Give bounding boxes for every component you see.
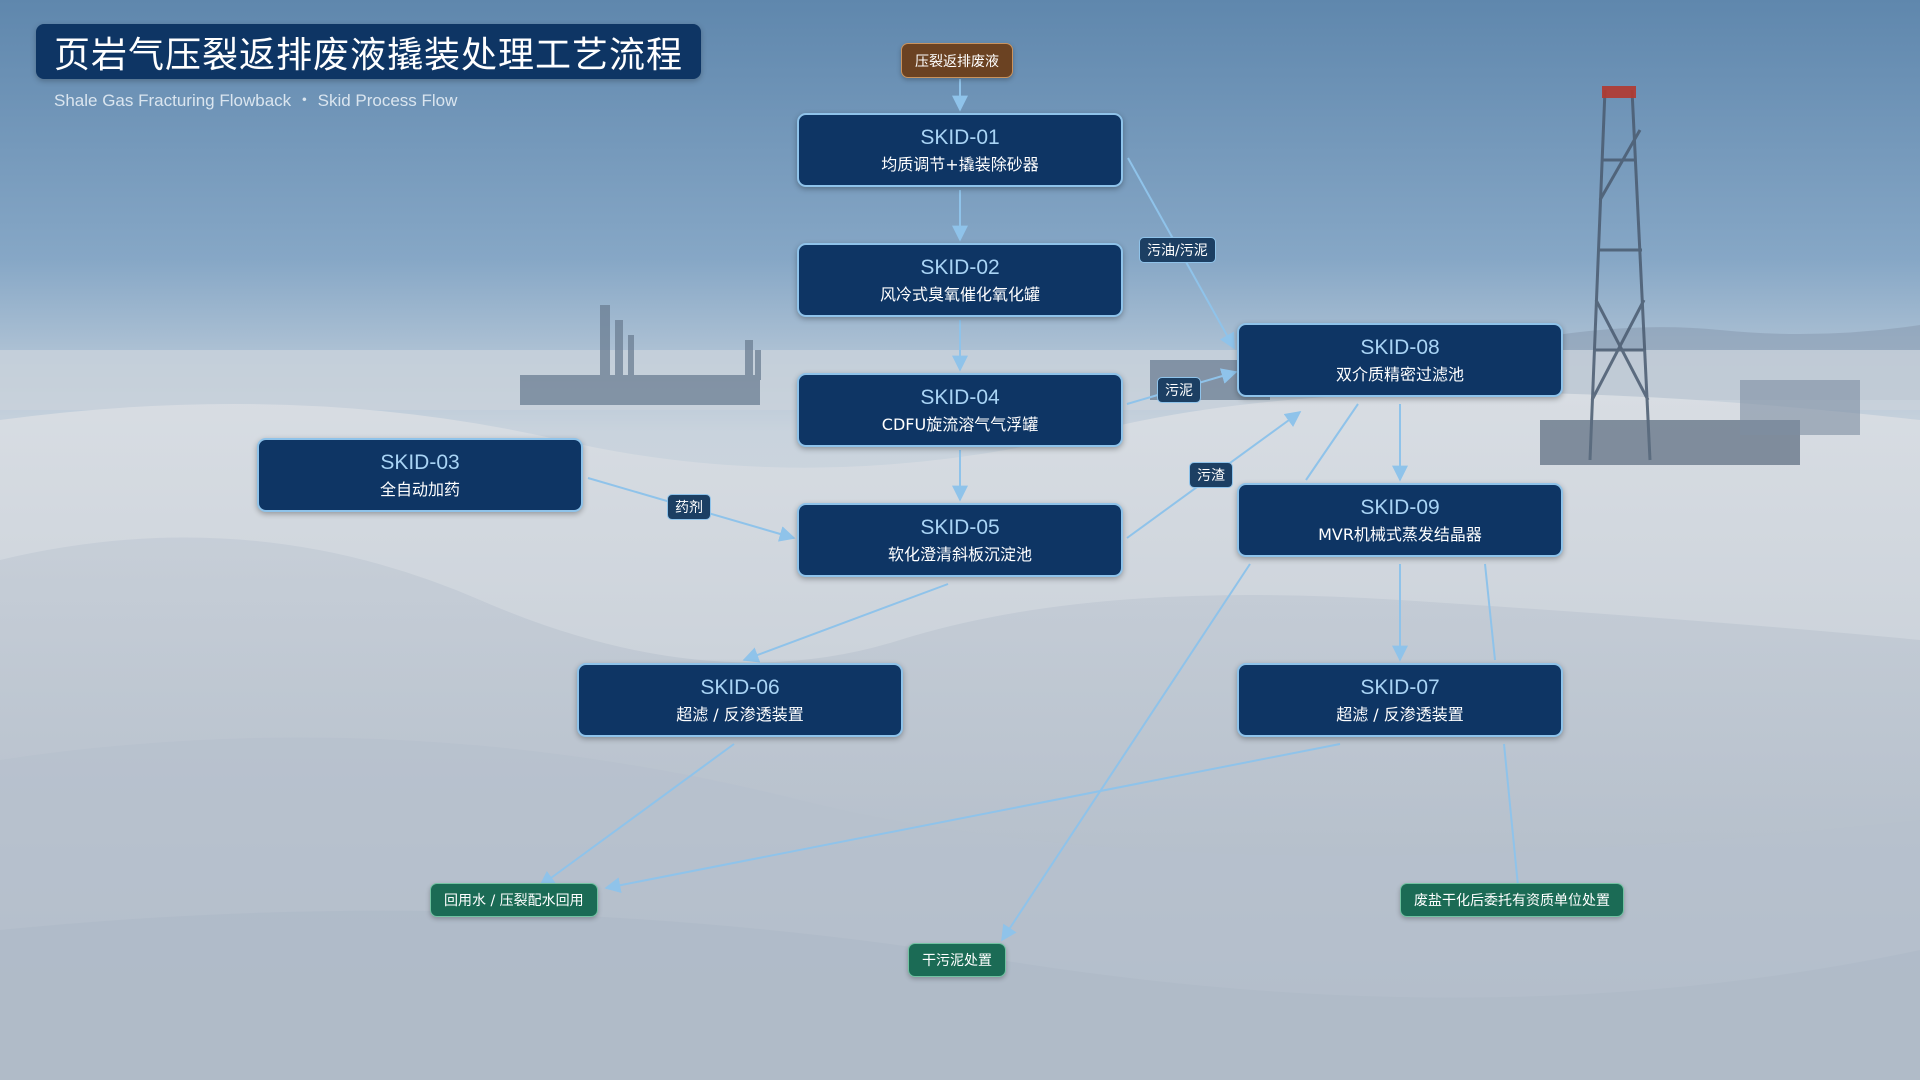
output-waste-salt-label: 废盐干化后委托有资质单位处置: [1414, 893, 1610, 909]
node-skid-03-id: SKID-03: [380, 450, 460, 474]
page-title: 页岩气压裂返排废液撬装处理工艺流程: [54, 34, 684, 76]
node-skid-02: SKID-02 风冷式臭氧催化氧化罐: [797, 243, 1123, 317]
node-skid-01-id: SKID-01: [920, 125, 1000, 149]
node-skid-07-id: SKID-07: [1360, 675, 1440, 699]
node-skid-05: SKID-05 软化澄清斜板沉淀池: [797, 503, 1123, 577]
node-skid-07-desc: 超滤 / 反渗透装置: [1336, 704, 1464, 724]
node-skid-08: SKID-08 双介质精密过滤池: [1237, 323, 1563, 397]
node-skid-01: SKID-01 均质调节+撬装除砂器: [797, 113, 1123, 187]
node-skid-04: SKID-04 CDFU旋流溶气气浮罐: [797, 373, 1123, 447]
edge-label-oil-sludge: 污油/污泥: [1139, 237, 1216, 263]
node-skid-06-desc: 超滤 / 反渗透装置: [676, 704, 804, 724]
edge-label-sludge: 污泥: [1157, 377, 1201, 403]
output-dry-sludge: 干污泥处置: [908, 943, 1006, 977]
edge-label-chemical: 药剂: [667, 494, 711, 520]
node-skid-08-desc: 双介质精密过滤池: [1335, 364, 1464, 384]
node-skid-02-desc: 风冷式臭氧催化氧化罐: [879, 284, 1040, 304]
source-flowback-pill: 压裂返排废液: [901, 43, 1013, 78]
node-skid-01-desc: 均质调节+撬装除砂器: [881, 154, 1039, 174]
edge-skid09-skid07-link: [1484, 563, 1496, 661]
node-skid-03: SKID-03 全自动加药: [257, 438, 583, 512]
edge-skid06-reuse: [538, 743, 735, 887]
node-skid-05-desc: 软化澄清斜板沉淀池: [887, 544, 1032, 564]
edge-skid08-skid07-link: [1305, 403, 1359, 481]
node-skid-09-id: SKID-09: [1360, 495, 1440, 519]
edge-skid05-skid06: [742, 583, 949, 663]
source-label: 压裂返排废液: [915, 53, 999, 70]
node-skid-02-id: SKID-02: [920, 255, 1000, 279]
node-skid-07: SKID-07 超滤 / 反渗透装置: [1237, 663, 1563, 737]
edge-skid09-dry-sludge: [1001, 563, 1251, 942]
node-skid-05-id: SKID-05: [920, 515, 1000, 539]
output-reuse-water: 回用水 / 压裂配水回用: [430, 883, 598, 917]
edge-skid07-waste-salt: [1503, 743, 1519, 887]
node-skid-09-desc: MVR机械式蒸发结晶器: [1318, 524, 1482, 544]
title-banner: 页岩气压裂返排废液撬装处理工艺流程: [36, 24, 702, 79]
output-reuse-label: 回用水 / 压裂配水回用: [444, 893, 584, 909]
node-skid-03-desc: 全自动加药: [379, 479, 460, 499]
node-skid-06-id: SKID-06: [700, 675, 780, 699]
node-skid-04-id: SKID-04: [920, 385, 1000, 409]
node-skid-04-desc: CDFU旋流溶气气浮罐: [881, 414, 1039, 434]
page-subtitle: Shale Gas Fracturing Flowback ・ Skid Pro…: [54, 91, 458, 110]
edge-skid07-reuse: [604, 743, 1341, 894]
node-skid-09: SKID-09 MVR机械式蒸发结晶器: [1237, 483, 1563, 557]
node-skid-06: SKID-06 超滤 / 反渗透装置: [577, 663, 903, 737]
node-skid-08-id: SKID-08: [1360, 335, 1440, 359]
output-waste-salt: 废盐干化后委托有资质单位处置: [1400, 883, 1624, 917]
edge-label-slag: 污渣: [1189, 462, 1233, 488]
output-dry-sludge-label: 干污泥处置: [922, 953, 992, 969]
